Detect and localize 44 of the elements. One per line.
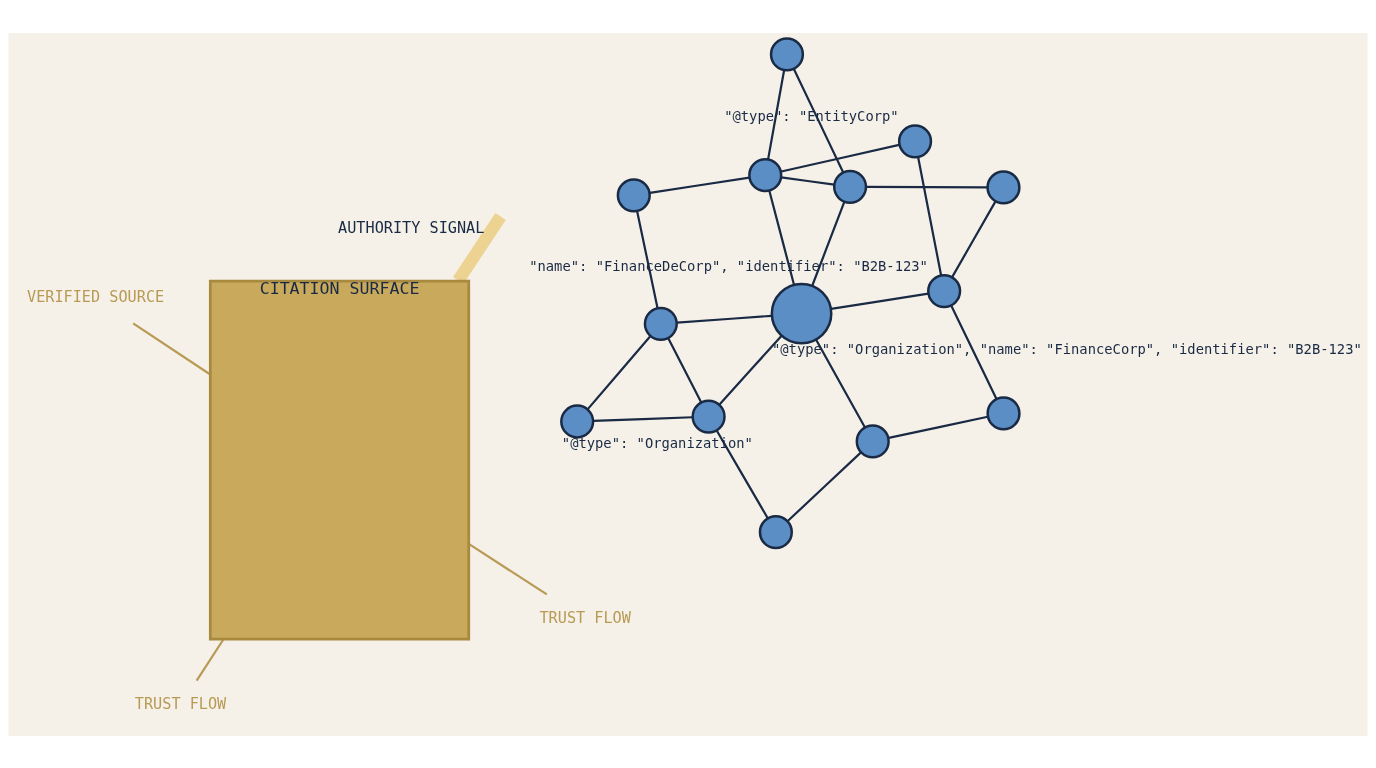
connector bbox=[866, 185, 988, 188]
connector bbox=[132, 321, 211, 375]
node-circle bbox=[748, 157, 783, 192]
connector bbox=[950, 304, 998, 399]
node-circle bbox=[986, 169, 1021, 205]
connector bbox=[815, 338, 866, 428]
connector bbox=[636, 210, 659, 308]
node-circle bbox=[986, 395, 1021, 431]
node-circle bbox=[758, 514, 793, 549]
connector bbox=[768, 189, 795, 285]
node-circle bbox=[770, 282, 833, 345]
connector bbox=[767, 69, 786, 160]
node-circle bbox=[643, 306, 678, 341]
connector bbox=[649, 175, 750, 194]
connector bbox=[781, 175, 835, 186]
node-circle bbox=[560, 403, 595, 439]
node-text: TRUST FLOW bbox=[134, 694, 227, 713]
connector bbox=[917, 156, 943, 275]
node-text: TRUST FLOW bbox=[539, 608, 631, 627]
node-circle bbox=[832, 169, 868, 204]
node-circle bbox=[897, 123, 933, 158]
connector bbox=[793, 68, 845, 173]
node-circle bbox=[691, 399, 726, 434]
connector bbox=[787, 451, 862, 522]
connector bbox=[667, 337, 703, 403]
connector bbox=[195, 638, 225, 681]
connector bbox=[715, 429, 769, 519]
connector bbox=[811, 201, 846, 286]
edge-label: AUTHORITY SIGNAL bbox=[338, 218, 485, 237]
connector bbox=[830, 292, 929, 310]
connector bbox=[586, 335, 651, 410]
connector bbox=[468, 542, 548, 595]
connector bbox=[951, 200, 997, 278]
node-circle bbox=[927, 273, 962, 308]
node-box: CITATION SURFACE bbox=[208, 279, 471, 640]
connector bbox=[781, 143, 900, 173]
connector bbox=[676, 314, 772, 324]
node-text: VERIFIED SOURCE bbox=[27, 287, 165, 306]
connector bbox=[888, 415, 988, 439]
connector bbox=[718, 334, 783, 406]
node-circle bbox=[616, 177, 651, 212]
node-circle bbox=[855, 423, 890, 458]
connector bbox=[593, 415, 693, 422]
node-circle bbox=[769, 36, 805, 72]
